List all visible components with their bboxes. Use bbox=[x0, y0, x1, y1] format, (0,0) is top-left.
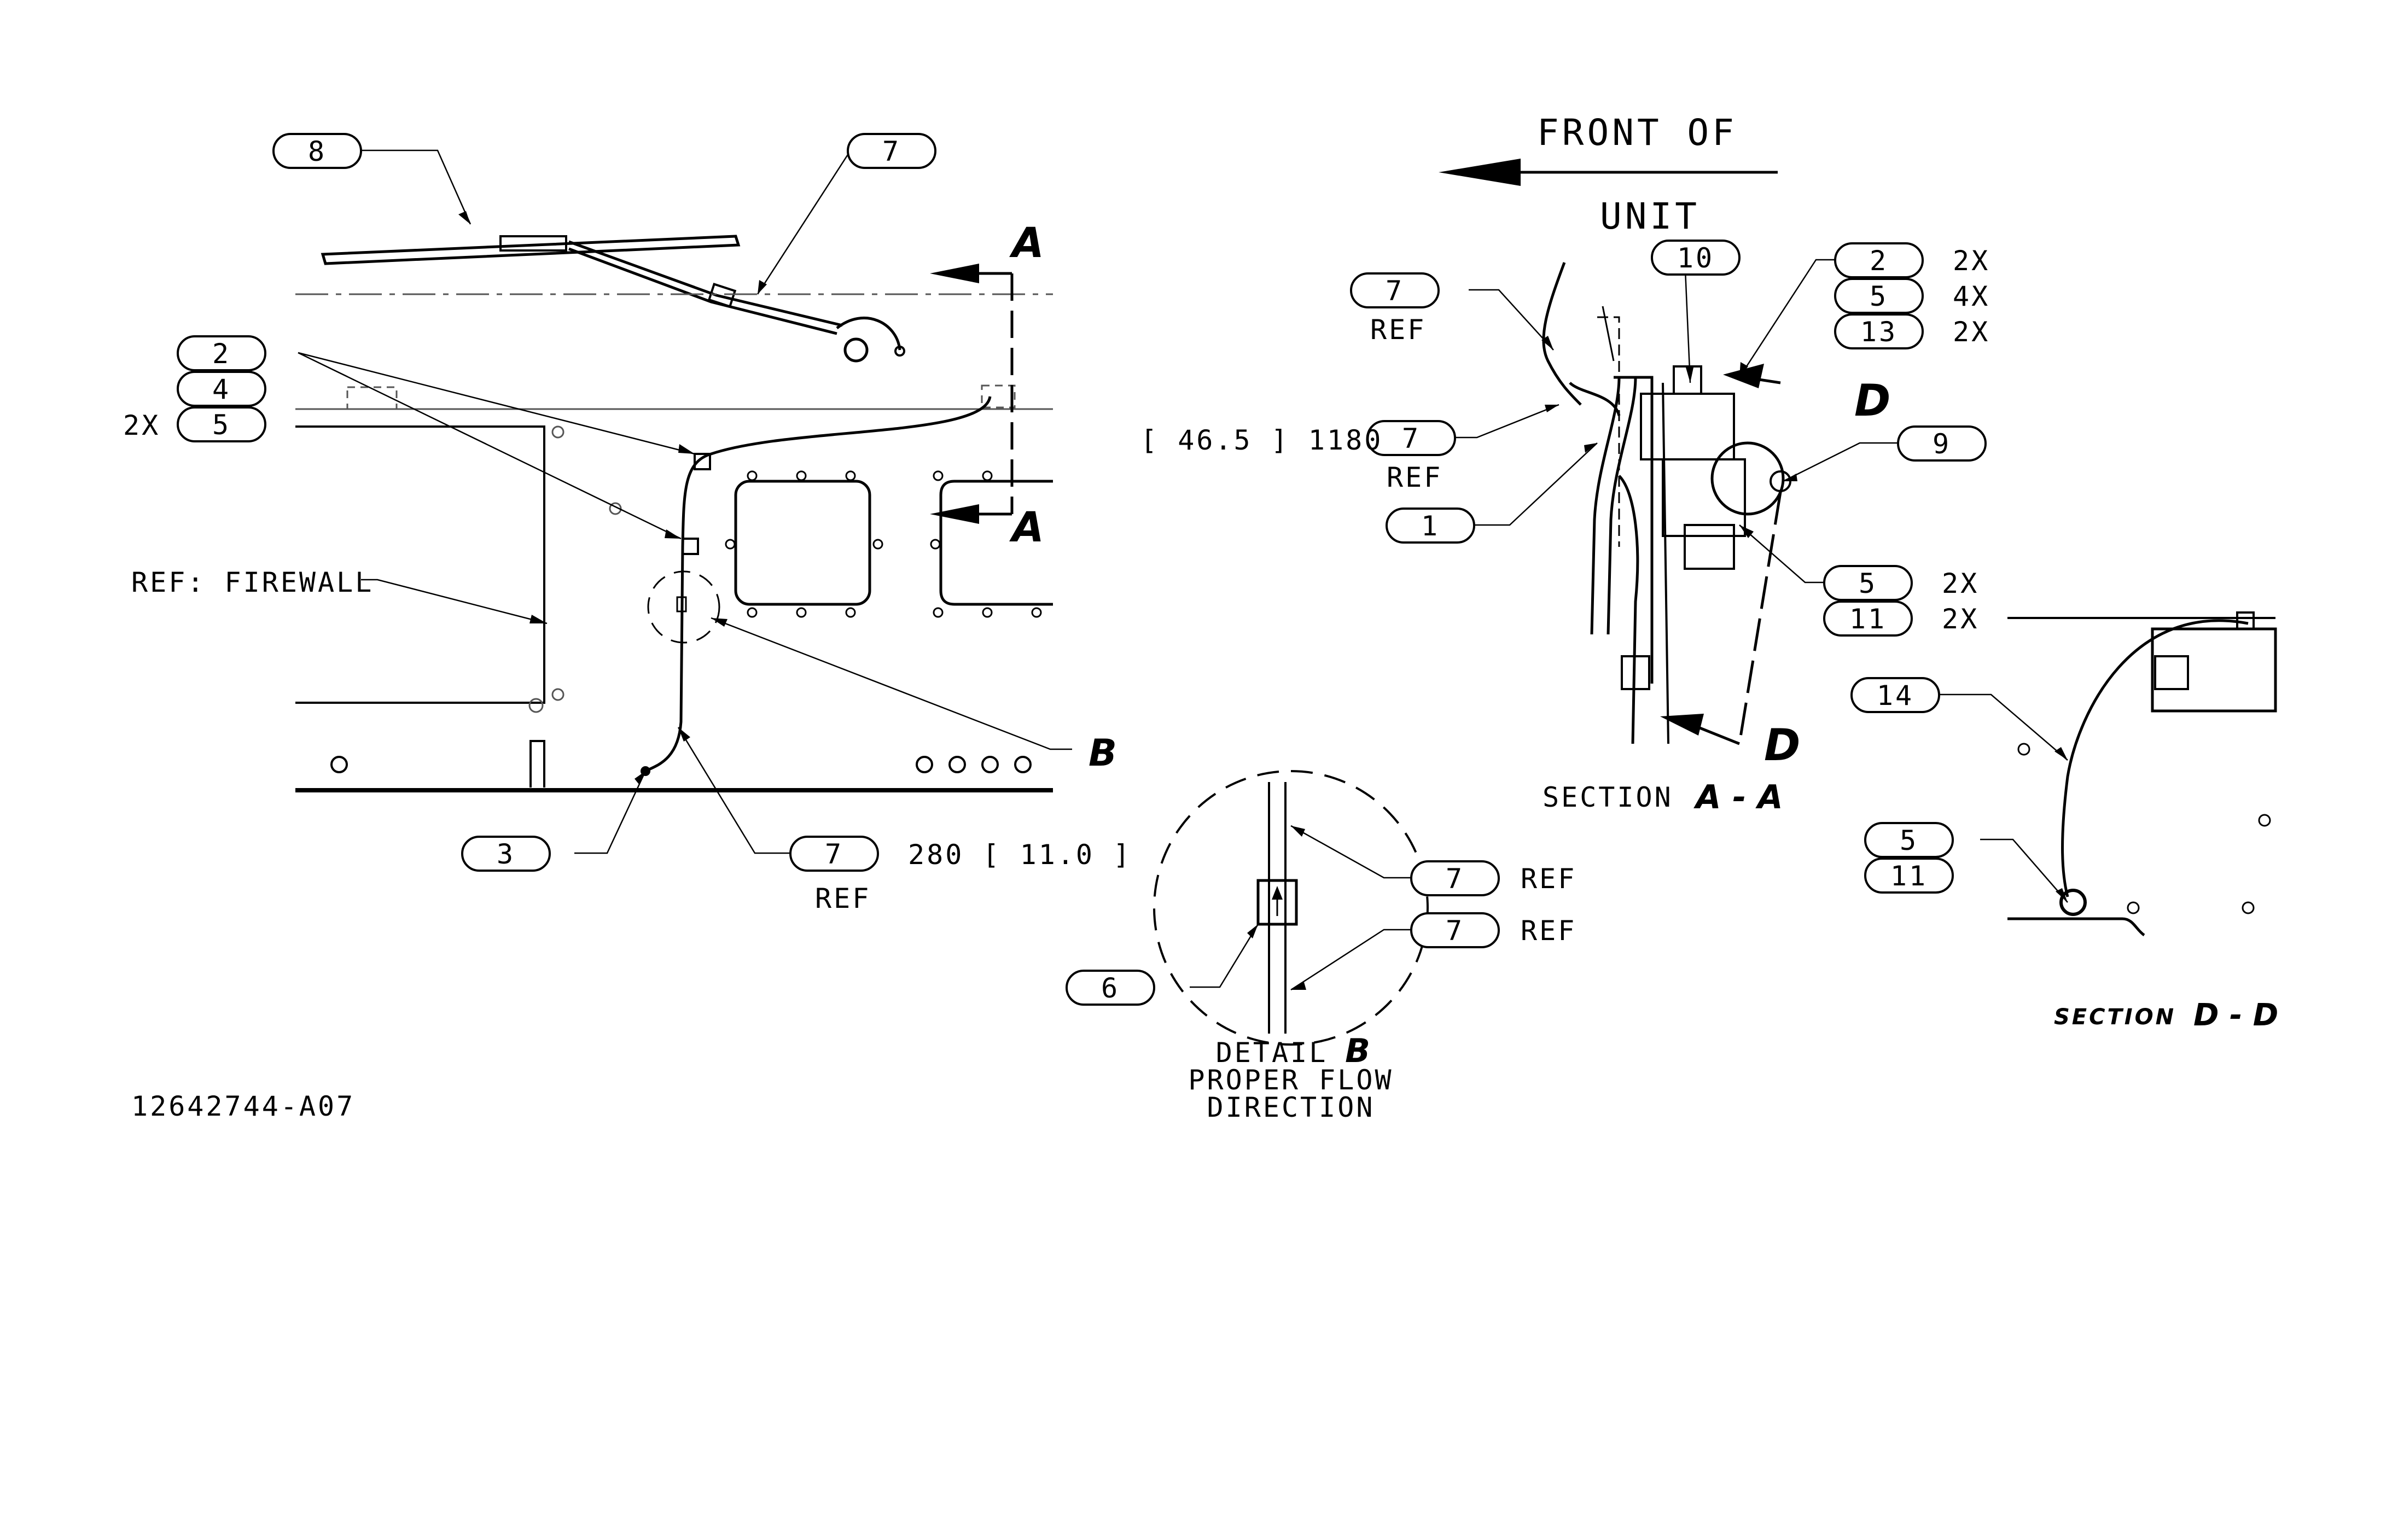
balloon-4: 4 bbox=[212, 374, 231, 405]
balloon-11: 11 bbox=[1849, 603, 1887, 635]
balloon-10: 10 bbox=[1677, 242, 1714, 274]
detail-marker-b: B bbox=[1089, 732, 1117, 775]
balloon-3: 3 bbox=[497, 838, 515, 870]
balloon-11-section-d: 11 bbox=[1890, 860, 1928, 892]
firewall-panel bbox=[295, 425, 1053, 792]
balloon-14: 14 bbox=[1877, 680, 1914, 711]
section-dd-view bbox=[2007, 611, 2277, 937]
leader-arrowheads bbox=[458, 211, 2068, 990]
detail-b-line2: PROPER FLOW bbox=[1188, 1064, 1393, 1096]
section-marker-d-top: D bbox=[1854, 375, 1890, 426]
balloon-13: 13 bbox=[1860, 316, 1898, 348]
detail-b-prefix: DETAIL bbox=[1216, 1037, 1328, 1069]
qty-5-main: 2X bbox=[123, 410, 160, 441]
ref-note-section-a-dim: REF bbox=[1387, 462, 1442, 493]
drawing-number: 12642744-A07 bbox=[131, 1090, 355, 1122]
balloon-1: 1 bbox=[1421, 510, 1440, 542]
section-aa-letters: A - A bbox=[1693, 778, 1783, 816]
detail-b-view bbox=[1153, 770, 1429, 1046]
qty-11: 2X bbox=[1942, 603, 1979, 635]
unit-label: UNIT bbox=[1600, 195, 1700, 237]
hose-length-note: 280 [ 11.0 ] bbox=[908, 839, 1132, 871]
ref-note-section-a: REF bbox=[1370, 314, 1426, 346]
wiper-arm-drawing bbox=[321, 235, 905, 363]
access-panel-left bbox=[725, 470, 883, 618]
balloon-5-section-d: 5 bbox=[1900, 825, 1918, 856]
balloon-2-section-a: 2 bbox=[1870, 245, 1888, 277]
balloon-7-hose: 7 bbox=[825, 838, 843, 870]
balloon-8: 8 bbox=[308, 136, 327, 167]
balloon-5: 5 bbox=[212, 409, 231, 441]
qty-2-section-a: 2X bbox=[1953, 245, 1990, 277]
section-dd-letters: D - D bbox=[2193, 998, 2278, 1033]
flow-arrow-icon bbox=[1272, 886, 1283, 900]
ref-note-detail-b-upper: REF bbox=[1521, 863, 1576, 895]
section-aa-cutline bbox=[930, 264, 1014, 524]
access-panel-right bbox=[930, 470, 1053, 618]
section-marker-a-bottom: A bbox=[1009, 503, 1044, 551]
balloon-7: 7 bbox=[882, 136, 901, 167]
balloon-7-detail-b-upper: 7 bbox=[1446, 863, 1464, 895]
balloon-5-section-a: 5 bbox=[1870, 281, 1888, 312]
front-of-label: FRONT OF bbox=[1537, 112, 1737, 154]
front-of-unit-indicator bbox=[1439, 159, 1778, 186]
qty-13-section-a: 2X bbox=[1953, 316, 1990, 348]
front-arrow-icon bbox=[1439, 159, 1521, 186]
section-marker-a-top: A bbox=[1009, 218, 1044, 267]
balloon-7-detail-b-lower: 7 bbox=[1446, 915, 1464, 947]
section-aa-view bbox=[1542, 262, 1791, 745]
balloon-9: 9 bbox=[1933, 428, 1951, 460]
qty-5-lower: 2X bbox=[1942, 568, 1979, 599]
qty-5-section-a: 4X bbox=[1953, 281, 1990, 312]
detail-b-line3: DIRECTION bbox=[1207, 1092, 1375, 1123]
balloon-5-lower: 5 bbox=[1859, 568, 1877, 599]
leader-lines bbox=[298, 149, 2068, 991]
ref-note-hose: REF bbox=[815, 883, 871, 914]
ref-note-detail-b-lower: REF bbox=[1521, 915, 1576, 947]
dimension-note: [ 46.5 ] 1180 bbox=[1140, 424, 1383, 456]
detail-b-letter: B bbox=[1345, 1032, 1370, 1070]
balloon-6: 6 bbox=[1101, 972, 1120, 1004]
section-marker-d-bottom: D bbox=[1764, 720, 1800, 771]
ref-firewall-label: REF: FIREWALL bbox=[131, 567, 374, 598]
main-view bbox=[295, 235, 1053, 792]
balloon-7-section-a: 7 bbox=[1386, 275, 1404, 307]
balloon-7-section-a-dim: 7 bbox=[1402, 423, 1421, 454]
section-dd-prefix: SECTION bbox=[2054, 1005, 2176, 1030]
balloon-2: 2 bbox=[212, 338, 231, 370]
balloon-outlines bbox=[177, 133, 1987, 1006]
section-aa-prefix: SECTION bbox=[1543, 781, 1673, 813]
